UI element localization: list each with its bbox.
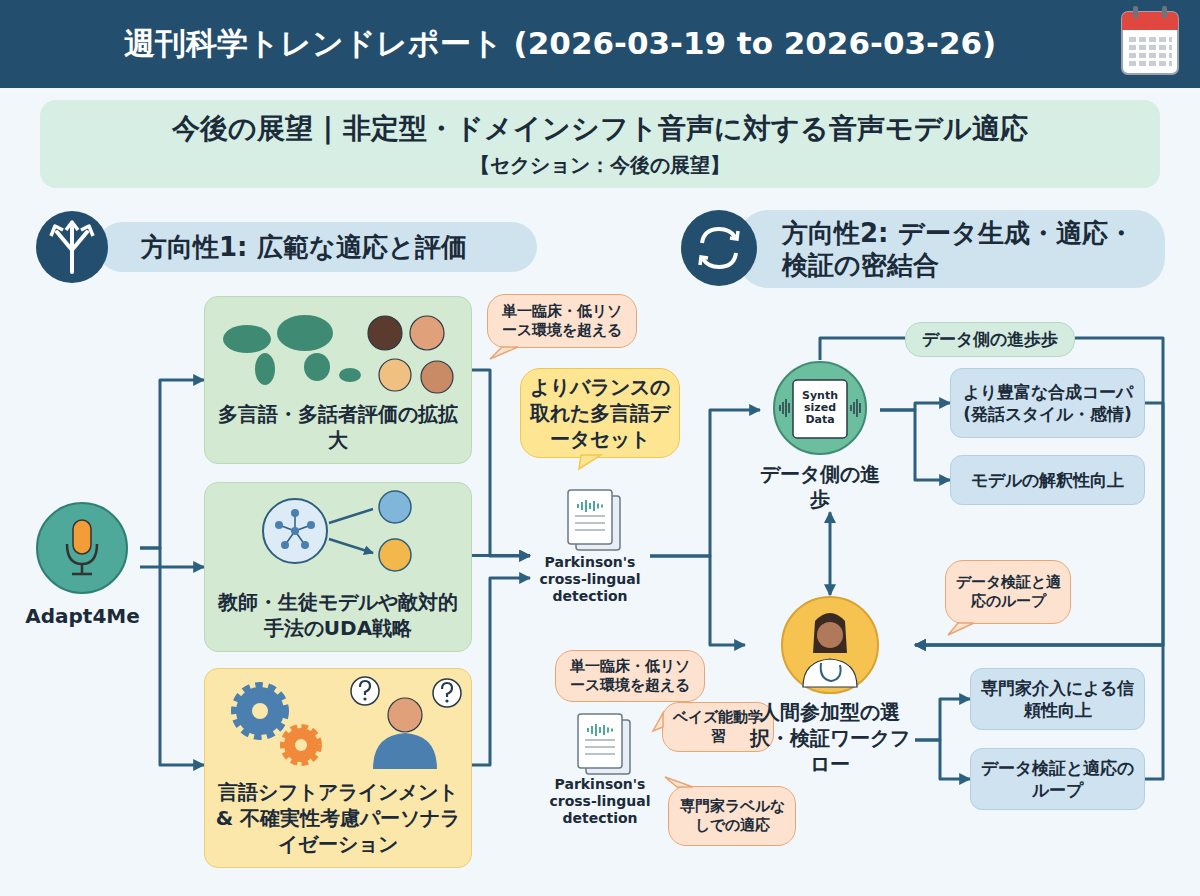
node-text: Synth sized Data — [797, 390, 843, 426]
direction-pill: 方向性1: 広範な適応と評価 — [97, 222, 537, 272]
section-banner: 今後の展望 | 非定型・ドメインシフト音声に対する音声モデル適応【セクション：今… — [40, 100, 1160, 188]
node-text: 【セクション：今後の展望】 — [52, 152, 1148, 179]
result-box: 専門家介入による信頼性向上 — [970, 668, 1145, 730]
node-text: 多言語・多話者評価の拡拡大 — [215, 401, 461, 453]
flow-arrow — [472, 578, 530, 765]
topic-box: 言語シフトアラインメント & 不確実性考慮パーソナライゼーション — [204, 668, 472, 868]
node-text: データ側の進歩 — [760, 462, 880, 512]
result-box: より豊富な合成コーパ (発話スタイル・感情) — [950, 368, 1145, 438]
flow-arrow — [915, 403, 1163, 645]
node-text: Parkinson's cross-lingual detection — [530, 554, 650, 604]
title-text: 週刊科学トレンドレポート (2026-03-19 to 2026-03-26) — [124, 23, 996, 65]
node-text: データ検証と適応のループ — [979, 757, 1136, 801]
callout-bubble: 単一臨床・低リソース環境を超える — [555, 650, 705, 702]
line-tag: データ側の進歩歩 — [905, 322, 1075, 357]
node-text: データ側の進歩歩 — [914, 328, 1066, 351]
node-text: 教師・生徒モデルや敵対的手法のUDA戦略 — [215, 589, 461, 641]
result-box: モデルの解釈性向上 — [950, 455, 1145, 505]
node-text: 方向性1: 広範な適応と評価 — [141, 230, 467, 265]
node-text: 人間参加型の選択・検証ワークフロー — [745, 699, 915, 777]
flow-arrow — [472, 554, 530, 557]
flow-arrow — [880, 410, 950, 480]
node-text: 言語シフトアラインメント & 不確実性考慮パーソナライゼーション — [215, 779, 461, 857]
flow-arrow — [915, 699, 970, 740]
source-circle: Adapt4Me — [25, 500, 140, 640]
data-circle: Synth sized Data データ側の進歩 — [760, 360, 880, 512]
flow-arrow — [915, 338, 1163, 645]
node-text: よりバランスの取れた多言語データセット — [529, 374, 671, 452]
flow-arrow — [915, 740, 970, 779]
node-text: モデルの解釈性向上 — [959, 469, 1136, 492]
title-bar: 週刊科学トレンドレポート (2026-03-19 to 2026-03-26) — [20, 0, 1100, 88]
topic-box: 多言語・多話者評価の拡拡大 — [204, 296, 472, 464]
flow-arrow — [820, 338, 905, 360]
header-band — [0, 0, 1200, 88]
node-text: Adapt4Me — [25, 604, 140, 628]
node-text: Parkinson's cross-lingual detection — [540, 776, 660, 826]
flow-arrow — [140, 380, 204, 548]
topic-box: 教師・生徒モデルや敵対的手法のUDA戦略 — [204, 482, 472, 652]
calendar-icon — [1122, 6, 1178, 74]
flow-arrow — [140, 566, 204, 569]
node-text: 単一臨床・低リソース環境を超える — [496, 302, 628, 340]
document-node: Parkinson's cross-lingual detection — [530, 488, 650, 623]
node-text: データ検証と適応のループ — [954, 573, 1062, 611]
callout-bubble: よりバランスの取れた多言語データセット — [520, 368, 680, 458]
node-text: 方向性2: データ生成・適応・検証の密結合 — [782, 217, 1151, 282]
document-node: Parkinson's cross-lingual detection — [540, 712, 660, 837]
node-text: 専門家ラベルなしでの適応 — [677, 797, 787, 835]
callout-bubble: 単一臨床・低リソース環境を超える — [487, 294, 637, 348]
node-icon — [680, 209, 758, 287]
flow-arrow — [140, 548, 204, 765]
node-icon — [35, 210, 109, 284]
node-text: 今後の展望 | 非定型・ドメインシフト音声に対する音声モデル適応 — [52, 110, 1148, 148]
node-text: 単一臨床・低リソース環境を超える — [564, 657, 696, 695]
flow-arrow — [650, 556, 745, 645]
node-text: 専門家介入による信頼性向上 — [979, 677, 1136, 721]
callout-bubble: 専門家ラベルなしでの適応 — [668, 786, 796, 846]
direction-pill: 方向性2: データ生成・適応・検証の密結合 — [738, 210, 1165, 288]
node-text: より豊富な合成コーパ (発話スタイル・感情) — [959, 381, 1136, 425]
result-box: データ検証と適応のループ — [970, 748, 1145, 810]
human-circle: 人間参加型の選択・検証ワークフロー — [745, 595, 915, 785]
callout-bubble: データ検証と適応のループ — [945, 560, 1071, 624]
flow-arrow — [829, 512, 832, 595]
